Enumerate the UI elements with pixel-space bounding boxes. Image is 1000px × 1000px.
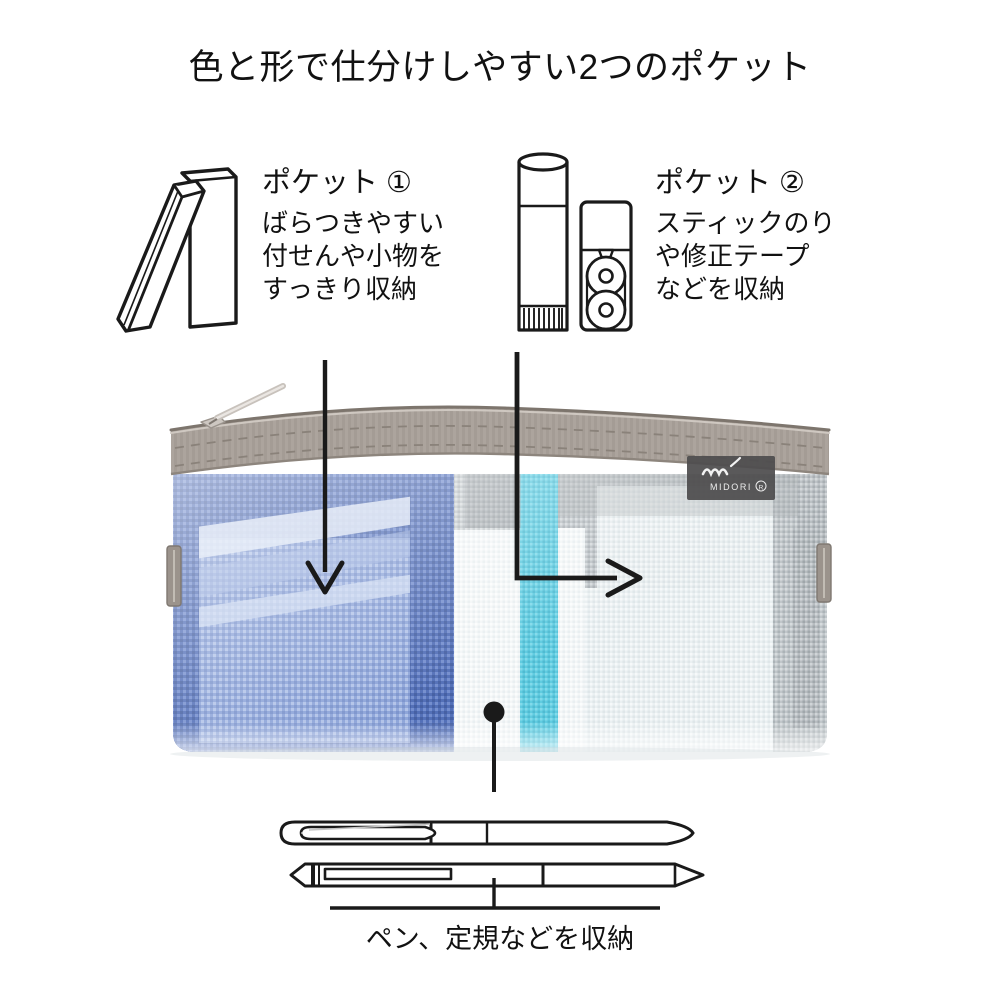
ballpoint-pen-icon (289, 862, 705, 888)
feature-pocket-1-heading: ポケット ① (262, 167, 413, 199)
page-title: 色と形で仕分けしやすい2つのポケット (188, 48, 812, 87)
glue-stick-and-correction-tape-icon (495, 140, 645, 345)
desc-line: や修正テープ (655, 241, 810, 271)
feature-pocket-2: ポケット ② スティックのり や修正テープ などを収納 (495, 140, 895, 345)
feature-pocket-2-text: ポケット ② スティックのり や修正テープ などを収納 (655, 165, 835, 306)
pens-illustration (275, 800, 725, 905)
brand-logo-tag: MIDORI R (687, 456, 775, 500)
feature-pocket-1-description: ばらつきやすい 付せんや小物を すっきり収納 (262, 207, 444, 306)
bottom-caption: ペン、定規などを収納 (365, 924, 635, 954)
desc-line: すっきり収納 (262, 274, 417, 304)
sticky-notes-icon (110, 155, 250, 345)
pen-icon (279, 820, 695, 846)
desc-line: などを収納 (655, 274, 786, 304)
feature-pocket-1-text: ポケット ① ばらつきやすい 付せんや小物を すっきり収納 (262, 165, 444, 306)
desc-line: ばらつきやすい (262, 208, 445, 238)
desc-line: スティックのり (655, 208, 836, 238)
side-tab-right (816, 543, 832, 603)
desc-line: 付せんや小物を (262, 241, 445, 271)
product-photo-mesh-pen-case: MIDORI R (165, 378, 835, 763)
feature-pocket-1: ポケット ① ばらつきやすい 付せんや小物を すっきり収納 (110, 155, 490, 345)
side-tab-left (166, 545, 182, 607)
feature-pocket-2-description: スティックのり や修正テープ などを収納 (655, 207, 835, 306)
brand-label: MIDORI (710, 482, 752, 492)
svg-text:R: R (759, 485, 764, 492)
feature-pocket-2-heading: ポケット ② (655, 167, 806, 199)
zipper-pull (200, 383, 286, 429)
